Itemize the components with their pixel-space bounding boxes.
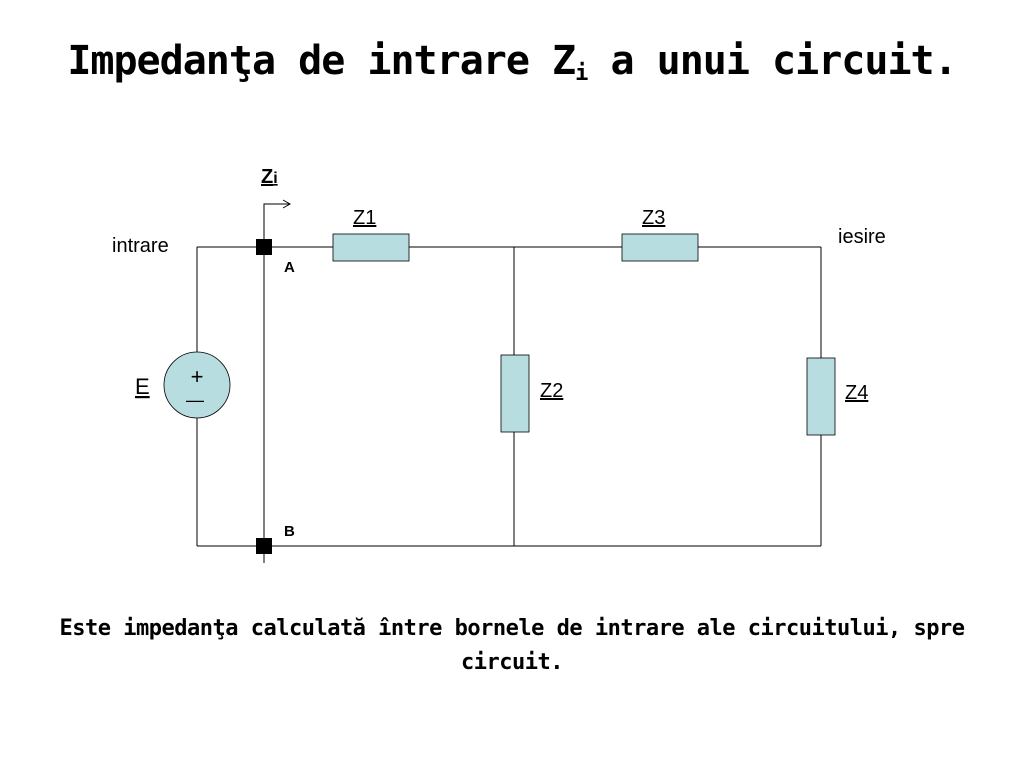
z3-label: Z3 [642, 207, 665, 229]
z1-label: Z1 [353, 207, 376, 229]
impedance-z2 [500, 354, 530, 433]
source-minus-sign: — [186, 390, 204, 410]
impedance-z4 [806, 357, 836, 436]
zi-label-z: Z [261, 166, 273, 188]
input-label: intrare [112, 235, 169, 257]
zi-label: Zi [261, 166, 278, 188]
terminal-b [256, 538, 272, 554]
source-plus-sign: + [191, 364, 204, 389]
z4-label: Z4 [845, 382, 868, 404]
node-b-label: B [284, 523, 295, 540]
wires [196, 205, 822, 563]
z2-label: Z2 [540, 380, 563, 402]
voltage-source [163, 351, 231, 419]
terminal-a [256, 239, 272, 255]
output-label: iesire [838, 226, 886, 248]
node-a-label: A [284, 259, 295, 276]
impedance-z1 [332, 233, 410, 262]
zi-arrow [263, 199, 292, 222]
slide-caption: Este impedanţa calculată între bornele d… [59, 616, 965, 675]
slide-title: Impedanţa de intrare Zi a unui circuit. [0, 38, 1024, 86]
source-label: E [135, 374, 150, 399]
impedance-z3 [621, 233, 699, 262]
title-subscript: i [575, 61, 588, 86]
title-end: a unui circuit. [587, 38, 957, 84]
title-main: Impedanţa de intrare Z [67, 38, 576, 84]
zi-label-i: i [273, 170, 277, 187]
